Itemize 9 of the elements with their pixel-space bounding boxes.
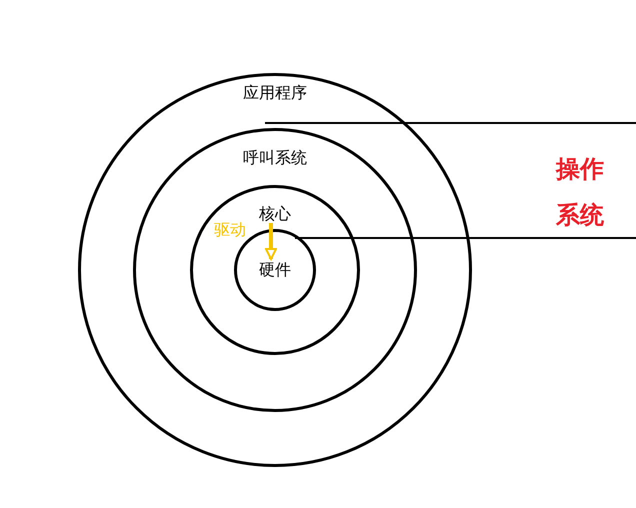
layer-label: 应用程序	[243, 84, 307, 102]
layer-label: 呼叫系统	[243, 149, 307, 167]
layer-circle	[78, 73, 472, 467]
edge-label: 驱动	[214, 221, 246, 239]
layer-label: 核心	[259, 205, 291, 223]
side-label: 操作系统	[556, 154, 605, 231]
layer-label: 硬件	[259, 261, 291, 279]
layer-circle	[133, 128, 417, 412]
arrow	[265, 223, 277, 260]
